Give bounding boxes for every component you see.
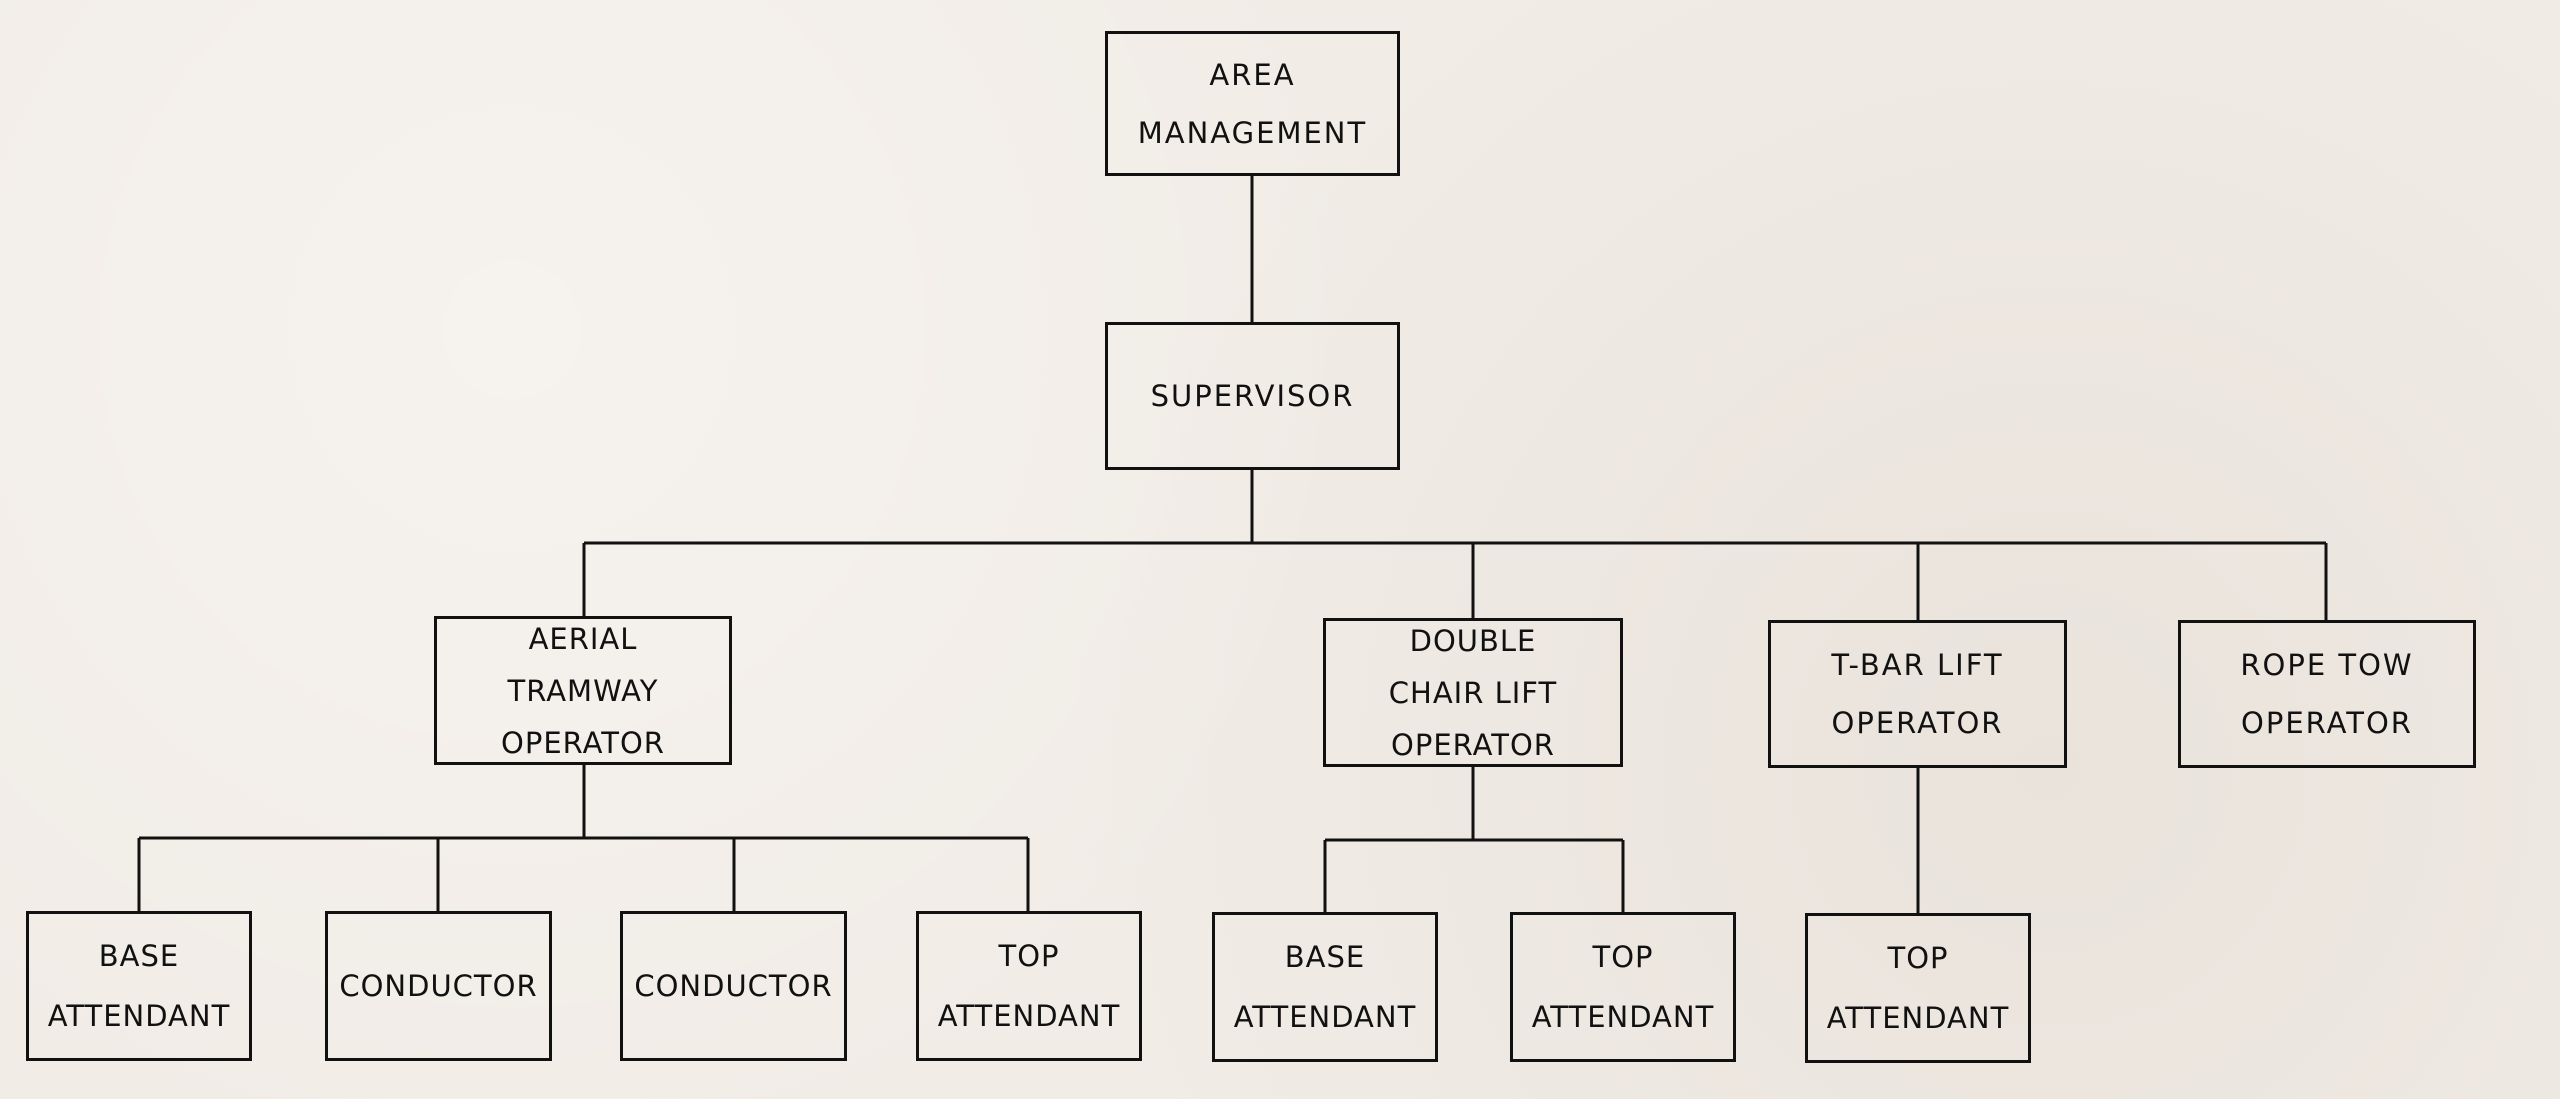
node-t-bar-lift-operator: T-BAR LIFT OPERATOR	[1768, 620, 2067, 768]
node-rope-tow-operator: ROPE TOW OPERATOR	[2178, 620, 2476, 768]
node-tram-conductor-2-label: CONDUCTOR	[634, 969, 833, 1003]
node-chair-base-attendant: BASE ATTENDANT	[1212, 912, 1438, 1062]
node-aerial-tramway-operator-label: AERIAL TRAMWAY OPERATOR	[501, 621, 665, 760]
node-tram-base-attendant-label: BASE ATTENDANT	[47, 939, 231, 1033]
node-rope-tow-operator-label: ROPE TOW OPERATOR	[2240, 648, 2414, 740]
node-supervisor: SUPERVISOR	[1105, 322, 1400, 470]
node-aerial-tramway-operator: AERIAL TRAMWAY OPERATOR	[434, 616, 732, 765]
node-chair-top-attendant: TOP ATTENDANT	[1510, 912, 1736, 1062]
node-tram-conductor-1-label: CONDUCTOR	[339, 969, 538, 1003]
node-double-chair-lift-operator: DOUBLE CHAIR LIFT OPERATOR	[1323, 618, 1623, 767]
node-chair-top-attendant-label: TOP ATTENDANT	[1531, 940, 1715, 1034]
node-t-bar-lift-operator-label: T-BAR LIFT OPERATOR	[1831, 648, 2004, 740]
node-tram-top-attendant: TOP ATTENDANT	[916, 911, 1142, 1061]
node-chair-base-attendant-label: BASE ATTENDANT	[1233, 940, 1417, 1034]
node-double-chair-lift-operator-label: DOUBLE CHAIR LIFT OPERATOR	[1388, 623, 1558, 762]
node-tram-base-attendant: BASE ATTENDANT	[26, 911, 252, 1061]
node-area-management-label: AREA MANAGEMENT	[1137, 57, 1368, 150]
node-tbar-top-attendant: TOP ATTENDANT	[1805, 913, 2031, 1063]
node-tram-conductor-1: CONDUCTOR	[325, 911, 552, 1061]
node-area-management: AREA MANAGEMENT	[1105, 31, 1400, 176]
node-tram-top-attendant-label: TOP ATTENDANT	[937, 939, 1121, 1033]
node-supervisor-label: SUPERVISOR	[1150, 379, 1355, 413]
node-tbar-top-attendant-label: TOP ATTENDANT	[1826, 941, 2010, 1035]
node-tram-conductor-2: CONDUCTOR	[620, 911, 847, 1061]
